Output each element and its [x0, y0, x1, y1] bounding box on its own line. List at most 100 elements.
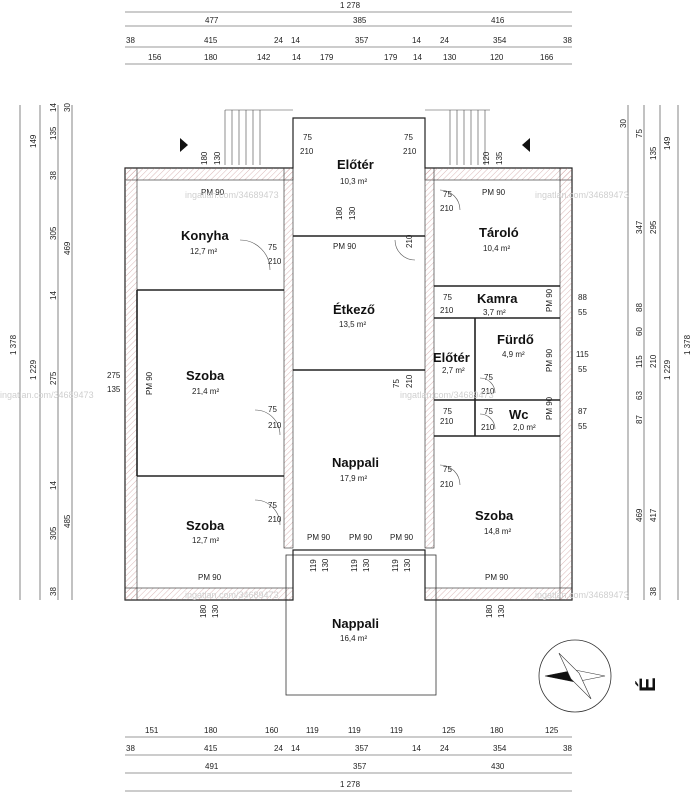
dim-label: 38: [126, 744, 135, 753]
top-dimensions: [125, 11, 572, 65]
dim-label: 14: [49, 103, 58, 112]
dim-label: 354: [493, 36, 507, 45]
window-width: 180: [485, 604, 494, 618]
room-area: 16,4 m²: [340, 634, 367, 643]
room-area: 21,4 m²: [192, 387, 219, 396]
window-width: 115: [576, 350, 589, 359]
dim-label: 149: [29, 134, 38, 148]
room-szoba-bottom-right: Szoba 14,8 m²: [475, 508, 514, 536]
room-area: 12,7 m²: [192, 536, 219, 545]
window-width: 275: [107, 371, 121, 380]
window-height: 135: [107, 385, 121, 394]
dim-label: 491: [205, 762, 219, 771]
dim-label: 63: [635, 391, 644, 400]
annotations: PM 90 PM 90 PM 90 PM 90 PM 90 PM 90 PM 9…: [107, 133, 589, 618]
bottom-total-dim: 1 278: [340, 780, 361, 789]
room-nappali-main: Nappali 17,9 m²: [332, 455, 379, 483]
room-eloter-top: Előtér 10,3 m²: [337, 157, 374, 186]
dim-label: 415: [204, 744, 218, 753]
room-area: 4,9 m²: [502, 350, 525, 359]
room-etkezo: Étkező 13,5 m²: [333, 302, 375, 329]
window-width: 120: [482, 151, 491, 165]
room-szoba-left: Szoba 21,4 m²: [186, 368, 225, 396]
dim-label: 305: [49, 526, 58, 540]
dim-label: 120: [490, 53, 504, 62]
dim-label: 142: [257, 53, 271, 62]
watermarks: ingatlan.com/34689473 ingatlan.com/34689…: [0, 190, 629, 600]
watermark: ingatlan.com/34689473: [185, 190, 279, 200]
dim-label: 125: [545, 726, 559, 735]
door-height: 210: [268, 421, 282, 430]
room-nappali-terrace: Nappali 16,4 m²: [332, 616, 379, 643]
room-area: 10,3 m²: [340, 177, 367, 186]
dim-label: 135: [49, 126, 58, 140]
entrance-arrow-icon: [522, 138, 530, 152]
left-inner1: 14 30 38 305 14 275 14 305 38: [49, 103, 72, 596]
right-inner: 30 75 149 135 347 295 88 60 115 210 63 8…: [619, 119, 672, 596]
window-width: 119: [391, 559, 400, 572]
dim-label: 14: [412, 36, 421, 45]
dim-label: 24: [274, 36, 283, 45]
window-height: 55: [578, 422, 587, 431]
dim-label: 416: [491, 16, 505, 25]
dim-label: 14: [49, 291, 58, 300]
door-width: 75: [443, 190, 452, 199]
dim-label: 119: [348, 726, 361, 735]
room-name: Wc: [509, 407, 529, 422]
room-name: Konyha: [181, 228, 229, 243]
pm90-label-vertical: PM 90: [545, 396, 554, 420]
dim-label: 38: [49, 171, 58, 180]
window-height: 130: [211, 604, 220, 618]
dim-label: 30: [619, 119, 628, 128]
window-width: 210: [405, 374, 414, 388]
dim-label: 30: [63, 103, 72, 112]
dim-label: 14: [291, 744, 300, 753]
window-width: 180: [335, 206, 344, 220]
dim-label: 166: [540, 53, 554, 62]
left-inner2: 149 135 469 485: [29, 126, 72, 528]
room-area: 3,7 m²: [483, 308, 506, 317]
dim-label: 210: [649, 354, 658, 368]
room-area: 12,7 m²: [190, 247, 217, 256]
watermark: ingatlan.com/34689473: [0, 390, 94, 400]
room-kamra: Kamra 3,7 m²: [477, 291, 518, 317]
room-name: Kamra: [477, 291, 518, 306]
door-width: 75: [268, 501, 277, 510]
pm90-label: PM 90: [333, 242, 357, 251]
room-name: Fürdő: [497, 332, 534, 347]
room-area: 14,8 m²: [484, 527, 511, 536]
dim-label: 179: [384, 53, 398, 62]
dim-label: 275: [49, 371, 58, 385]
dim-label: 180: [204, 53, 218, 62]
pm90-label: PM 90: [198, 573, 222, 582]
room-name: Előtér: [337, 157, 374, 172]
door-width: 75: [484, 373, 493, 382]
dim-label: 415: [204, 36, 218, 45]
window-height: 130: [348, 206, 357, 220]
left-dimensions: [19, 105, 73, 600]
door-height: 210: [481, 387, 495, 396]
top-total-dim: 1 278: [340, 1, 361, 10]
dim-label: 357: [353, 762, 367, 771]
dim-label: 24: [440, 36, 449, 45]
door-width: 75: [268, 405, 277, 414]
pm90-label: PM 90: [349, 533, 373, 542]
window-height: 55: [578, 308, 587, 317]
room-szoba-bottom-left: Szoba 12,7 m²: [186, 518, 225, 545]
dim-label: 60: [635, 327, 644, 336]
window-height: 130: [497, 604, 506, 618]
window-width: 210: [405, 234, 414, 248]
room-wc: Wc 2,0 m²: [509, 407, 536, 432]
bottom-row2: 38 415 24 14 357 14 24 354 38: [126, 744, 572, 753]
door-height: 210: [268, 515, 282, 524]
window-width: 119: [309, 559, 318, 572]
room-name: Nappali: [332, 455, 379, 470]
dim-label: 135: [649, 146, 658, 160]
door-height: 210: [300, 147, 314, 156]
dim-label: 14: [412, 744, 421, 753]
room-area: 10,4 m²: [483, 244, 510, 253]
dim-label: 469: [635, 508, 644, 522]
dim-label: 151: [145, 726, 159, 735]
bottom-dimensions: [125, 736, 572, 792]
dim-label: 130: [443, 53, 457, 62]
